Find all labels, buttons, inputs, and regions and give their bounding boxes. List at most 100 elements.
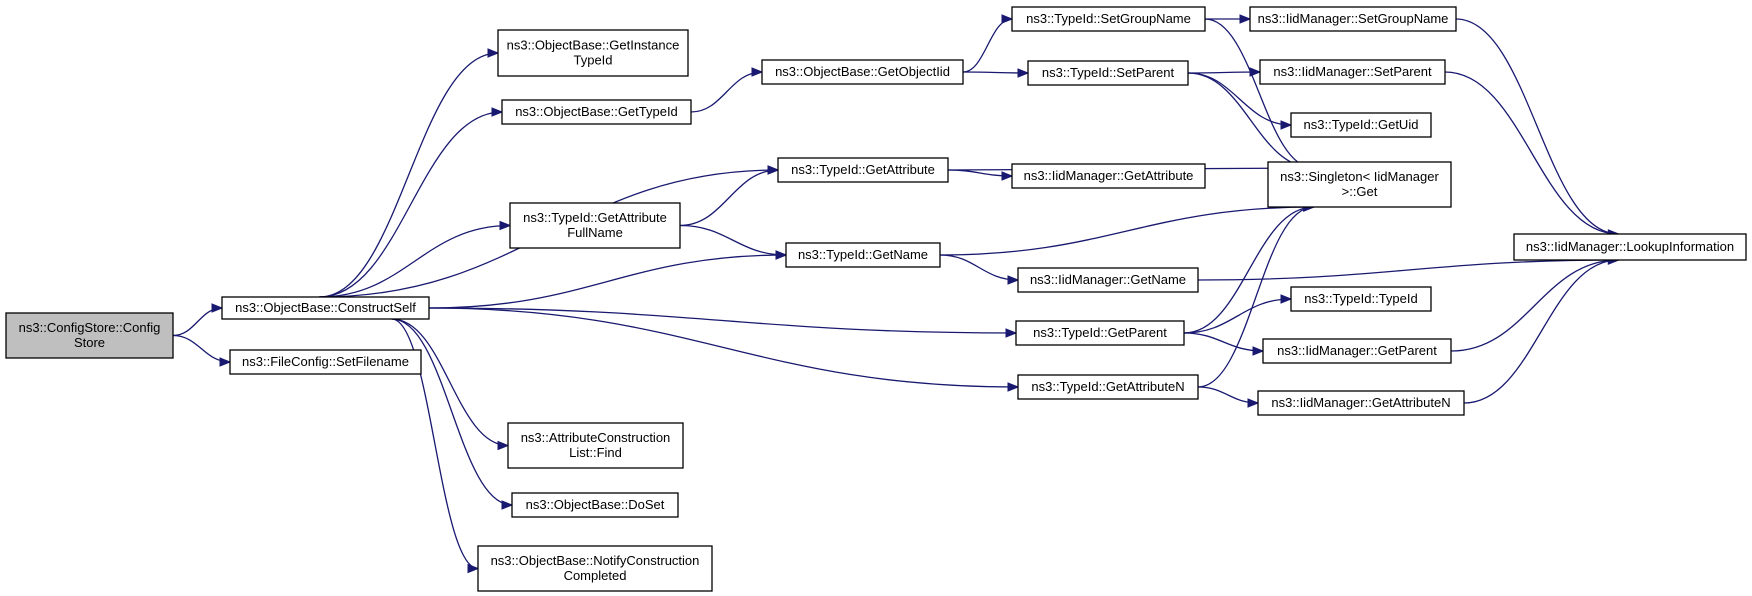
node-box [1015,320,1185,346]
edge-constructself-to-doset [391,318,513,506]
arrowhead-constructself-to-doset [501,500,514,510]
arrowhead-constructself-to-attrconstructionfind [497,440,510,451]
node-ob_gettypeid[interactable]: ns3::ObjectBase::GetTypeId [501,99,692,125]
node-label: ns3::IidManager::GetAttribute [1024,168,1194,183]
node-box [511,492,679,518]
node-label: ns3::ObjectBase::GetObjectIid [775,64,950,79]
node-label: ns3::ObjectBase::NotifyConstruction [491,553,700,568]
arrowhead-constructself-to-getinstancetypeid [487,48,500,58]
node-box [5,312,174,359]
node-label: ns3::ObjectBase::ConstructSelf [235,300,416,315]
node-label: ns3::ObjectBase::DoSet [526,497,665,512]
node-box [1513,233,1747,261]
edge-iid_getparent-to-iid_lookupinformation [1450,259,1619,352]
node-box [1259,59,1446,85]
node-singleton_get[interactable]: ns3::Singleton< IidManager >::Get [1267,161,1452,208]
node-iid_lookupinformation[interactable]: ns3::IidManager::LookupInformation [1513,233,1747,261]
edge-constructself-to-notifyconstruction [391,318,479,570]
node-box [1017,267,1199,293]
edge-tid_getname-to-iid_getname [939,254,1019,281]
edge-iid_setgroupname-to-iid_lookupinformation [1455,18,1619,235]
node-iid_setgroupname[interactable]: ns3::IidManager::SetGroupName [1249,6,1457,32]
node-box [761,59,964,85]
node-label: List::Find [569,445,622,460]
arrowhead-tid_getattribute-to-iid_getattribute [1001,171,1014,181]
node-setfilename[interactable]: ns3::FileConfig::SetFilename [229,349,422,375]
node-notifyconstruction[interactable]: ns3::ObjectBase::NotifyConstructionCompl… [477,545,713,592]
node-box [1017,374,1199,400]
edge-iid_setparent-to-iid_lookupinformation [1444,71,1619,235]
node-iid_getparent[interactable]: ns3::IidManager::GetParent [1262,338,1452,364]
node-label: FullName [567,225,623,240]
node-tid_getparent[interactable]: ns3::TypeId::GetParent [1015,320,1185,346]
node-box [507,422,684,469]
node-label: >::Get [1342,184,1378,199]
arrowhead-tid_getparent-to-iid_getparent [1252,346,1265,356]
edge-tid_getname-to-singleton_get [939,206,1314,256]
node-label: ns3::AttributeConstruction [521,430,671,445]
edge-tid_setgroupname-to-singleton_get [1204,18,1314,169]
node-iid_setparent[interactable]: ns3::IidManager::SetParent [1259,59,1446,85]
node-tid_getattributen[interactable]: ns3::TypeId::GetAttributeN [1017,374,1199,400]
node-box [229,349,422,375]
node-box [1290,112,1432,138]
node-label: ns3::TypeId::SetGroupName [1026,11,1191,26]
arrowhead-constructself-to-ob_gettypeid [491,107,504,117]
arrowhead-constructself-to-notifyconstruction [467,563,480,574]
node-iid_getattribute[interactable]: ns3::IidManager::GetAttribute [1011,163,1206,189]
arrowhead-constructself-to-tid_getattributen [1007,382,1020,392]
node-tid_getname[interactable]: ns3::TypeId::GetName [785,242,941,268]
node-box [509,202,681,249]
arrowhead-constructself-to-getattributefullname [499,220,512,231]
node-label: ns3::IidManager::LookupInformation [1526,239,1734,254]
node-box [1267,161,1452,208]
node-iid_getname[interactable]: ns3::IidManager::GetName [1017,267,1199,293]
arrowhead-tid_getname-to-iid_getname [1007,275,1020,285]
node-doset[interactable]: ns3::ObjectBase::DoSet [511,492,679,518]
node-tid_getattribute[interactable]: ns3::TypeId::GetAttribute [777,157,949,183]
node-label: ns3::ObjectBase::GetTypeId [515,104,678,119]
node-tid_setparent[interactable]: ns3::TypeId::SetParent [1027,60,1189,86]
node-label: ns3::TypeId::GetAttributeN [1031,379,1184,394]
node-tid_getuid[interactable]: ns3::TypeId::GetUid [1290,112,1432,138]
node-box [785,242,941,268]
edge-tid_getparent-to-tid_typeid [1183,298,1292,334]
arrowhead-constructself-to-tid_getparent [1005,328,1018,338]
edge-constructself-to-tid_getname [428,254,787,309]
node-iid_getattributen[interactable]: ns3::IidManager::GetAttributeN [1257,390,1465,416]
node-label: ns3::IidManager::GetName [1030,272,1186,287]
node-box [497,29,689,77]
node-constructself[interactable]: ns3::ObjectBase::ConstructSelf [221,296,430,320]
node-tid_setgroupname[interactable]: ns3::TypeId::SetGroupName [1011,6,1206,32]
node-box [777,157,949,183]
arrowhead-getobjectiid-to-tid_setparent [1017,68,1030,78]
node-tid_typeid[interactable]: ns3::TypeId::TypeId [1290,286,1432,312]
edge-tid_getattributen-to-singleton_get [1197,206,1314,388]
node-label: Completed [564,568,627,583]
edge-constructself-to-getinstancetypeid [319,52,499,298]
node-label: ns3::FileConfig::SetFilename [242,354,409,369]
node-box [1011,6,1206,32]
edge-constructself-to-tid_getattributen [428,307,1019,388]
edge-iid_getattributen-to-iid_lookupinformation [1463,259,1619,404]
edge-getattributefullname-to-tid_getname [679,224,787,256]
arrowhead-tid_getattributen-to-iid_getattributen [1247,398,1260,408]
node-label: ns3::IidManager::SetGroupName [1258,11,1449,26]
arrowhead-getobjectiid-to-tid_setgroupname [1001,14,1014,24]
node-box [1257,390,1465,416]
node-box [1290,286,1432,312]
node-label: ns3::TypeId::GetParent [1033,325,1167,340]
node-getobjectiid[interactable]: ns3::ObjectBase::GetObjectIid [761,59,964,85]
edge-ob_gettypeid-to-getobjectiid [690,71,763,113]
edge-configstore-to-setfilename [172,334,231,363]
arrowhead-configstore-to-setfilename [219,357,232,367]
arrowhead-tid_getparent-to-tid_typeid [1280,294,1293,304]
edge-tid_getparent-to-iid_getparent [1183,332,1264,352]
arrowhead-configstore-to-constructself [211,303,224,313]
node-configstore[interactable]: ns3::ConfigStore::ConfigStore [5,312,174,359]
node-label: ns3::TypeId::GetUid [1304,117,1419,132]
edge-tid_getparent-to-singleton_get [1183,206,1314,334]
